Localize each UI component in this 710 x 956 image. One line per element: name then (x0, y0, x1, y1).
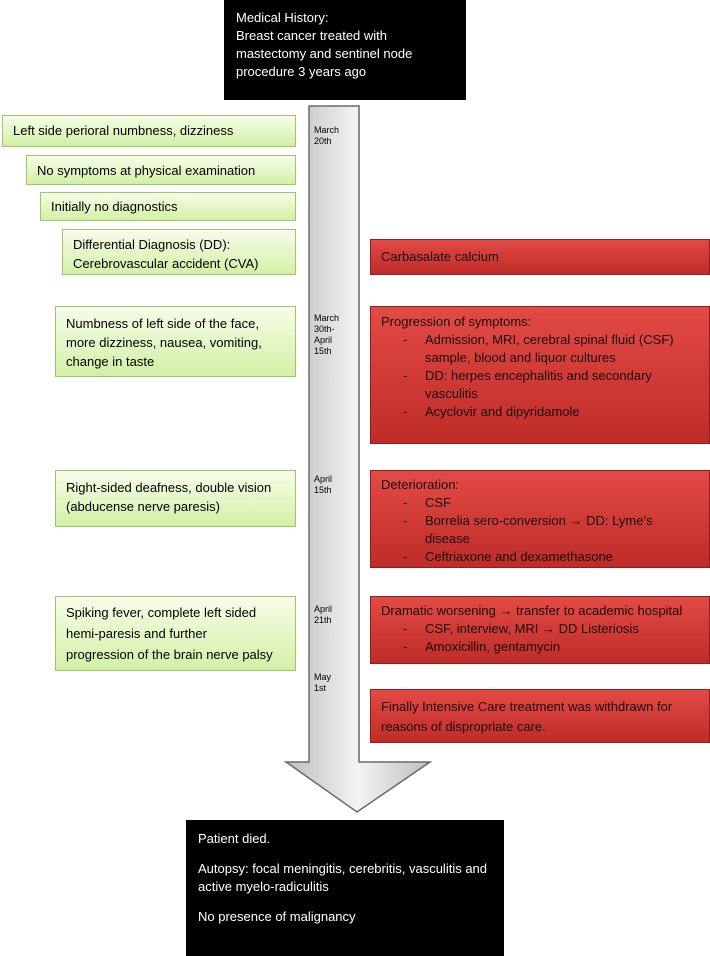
date-march-30-april-15: March 30th- April 15th (314, 313, 340, 356)
treatment-item: Admission, MRI, cerebral spinal fluid (C… (403, 331, 699, 367)
treatment-item: DD: herpes encephalitis and secondary va… (403, 367, 699, 403)
symptom-box: Right-sided deafness, double vision (abd… (55, 470, 296, 527)
treatment-item: CSF (403, 494, 699, 512)
medical-history-line: mastectomy and sentinel node (236, 46, 413, 61)
treatment-item: Ceftriaxone and dexamethasone (403, 548, 699, 566)
treatment-box: Dramatic worsening → transfer to academi… (370, 596, 710, 664)
treatment-list: CSF Borrelia sero-conversion → DD: Lyme’… (381, 494, 699, 566)
symptom-box: Left side perioral numbness, dizziness (2, 115, 296, 147)
date-may-1: May 1st (314, 672, 332, 693)
treatment-item: Acyclovir and dipyridamole (403, 403, 699, 421)
date-april-15: April 15th (314, 474, 333, 495)
date-april-21: April 21th (314, 604, 333, 625)
medical-history-line: Medical History: (236, 10, 329, 25)
symptom-box: Numbness of left side of the face, more … (55, 306, 296, 377)
treatment-box: Carbasalate calcium (370, 239, 710, 275)
treatment-item: CSF, interview, MRI → DD Listeriosis (403, 620, 699, 638)
treatment-item: Amoxicillin, gentamycin (403, 638, 699, 656)
medical-history-box: Medical History: Breast cancer treated w… (224, 0, 466, 100)
medical-history-line: procedure 3 years ago (236, 64, 367, 79)
symptom-box: No symptoms at physical examination (26, 155, 296, 185)
treatment-box: Finally Intensive Care treatment was wit… (370, 689, 710, 743)
treatment-box: Deterioration: CSF Borrelia sero-convers… (370, 470, 710, 568)
symptom-box: Initially no diagnostics (40, 192, 296, 221)
outcome-line: No presence of malignancy (198, 909, 356, 924)
treatment-item: Borrelia sero-conversion → DD: Lyme’s di… (403, 512, 699, 548)
outcome-line: Autopsy: focal meningitis, cerebritis, v… (198, 861, 488, 894)
date-march-20: March 20th (314, 125, 340, 146)
symptom-box: Spiking fever, complete left sided hemi-… (55, 596, 296, 671)
treatment-list: CSF, interview, MRI → DD Listeriosis Amo… (381, 620, 699, 656)
outcome-line: Patient died. (198, 831, 271, 846)
outcome-box: Patient died. Autopsy: focal meningitis,… (186, 820, 504, 956)
treatment-box: Progression of symptoms: Admission, MRI,… (370, 306, 710, 444)
symptom-box: Differential Diagnosis (DD): Cerebrovasc… (62, 229, 296, 275)
medical-history-line: Breast cancer treated with (236, 28, 388, 43)
treatment-list: Admission, MRI, cerebral spinal fluid (C… (381, 331, 699, 421)
